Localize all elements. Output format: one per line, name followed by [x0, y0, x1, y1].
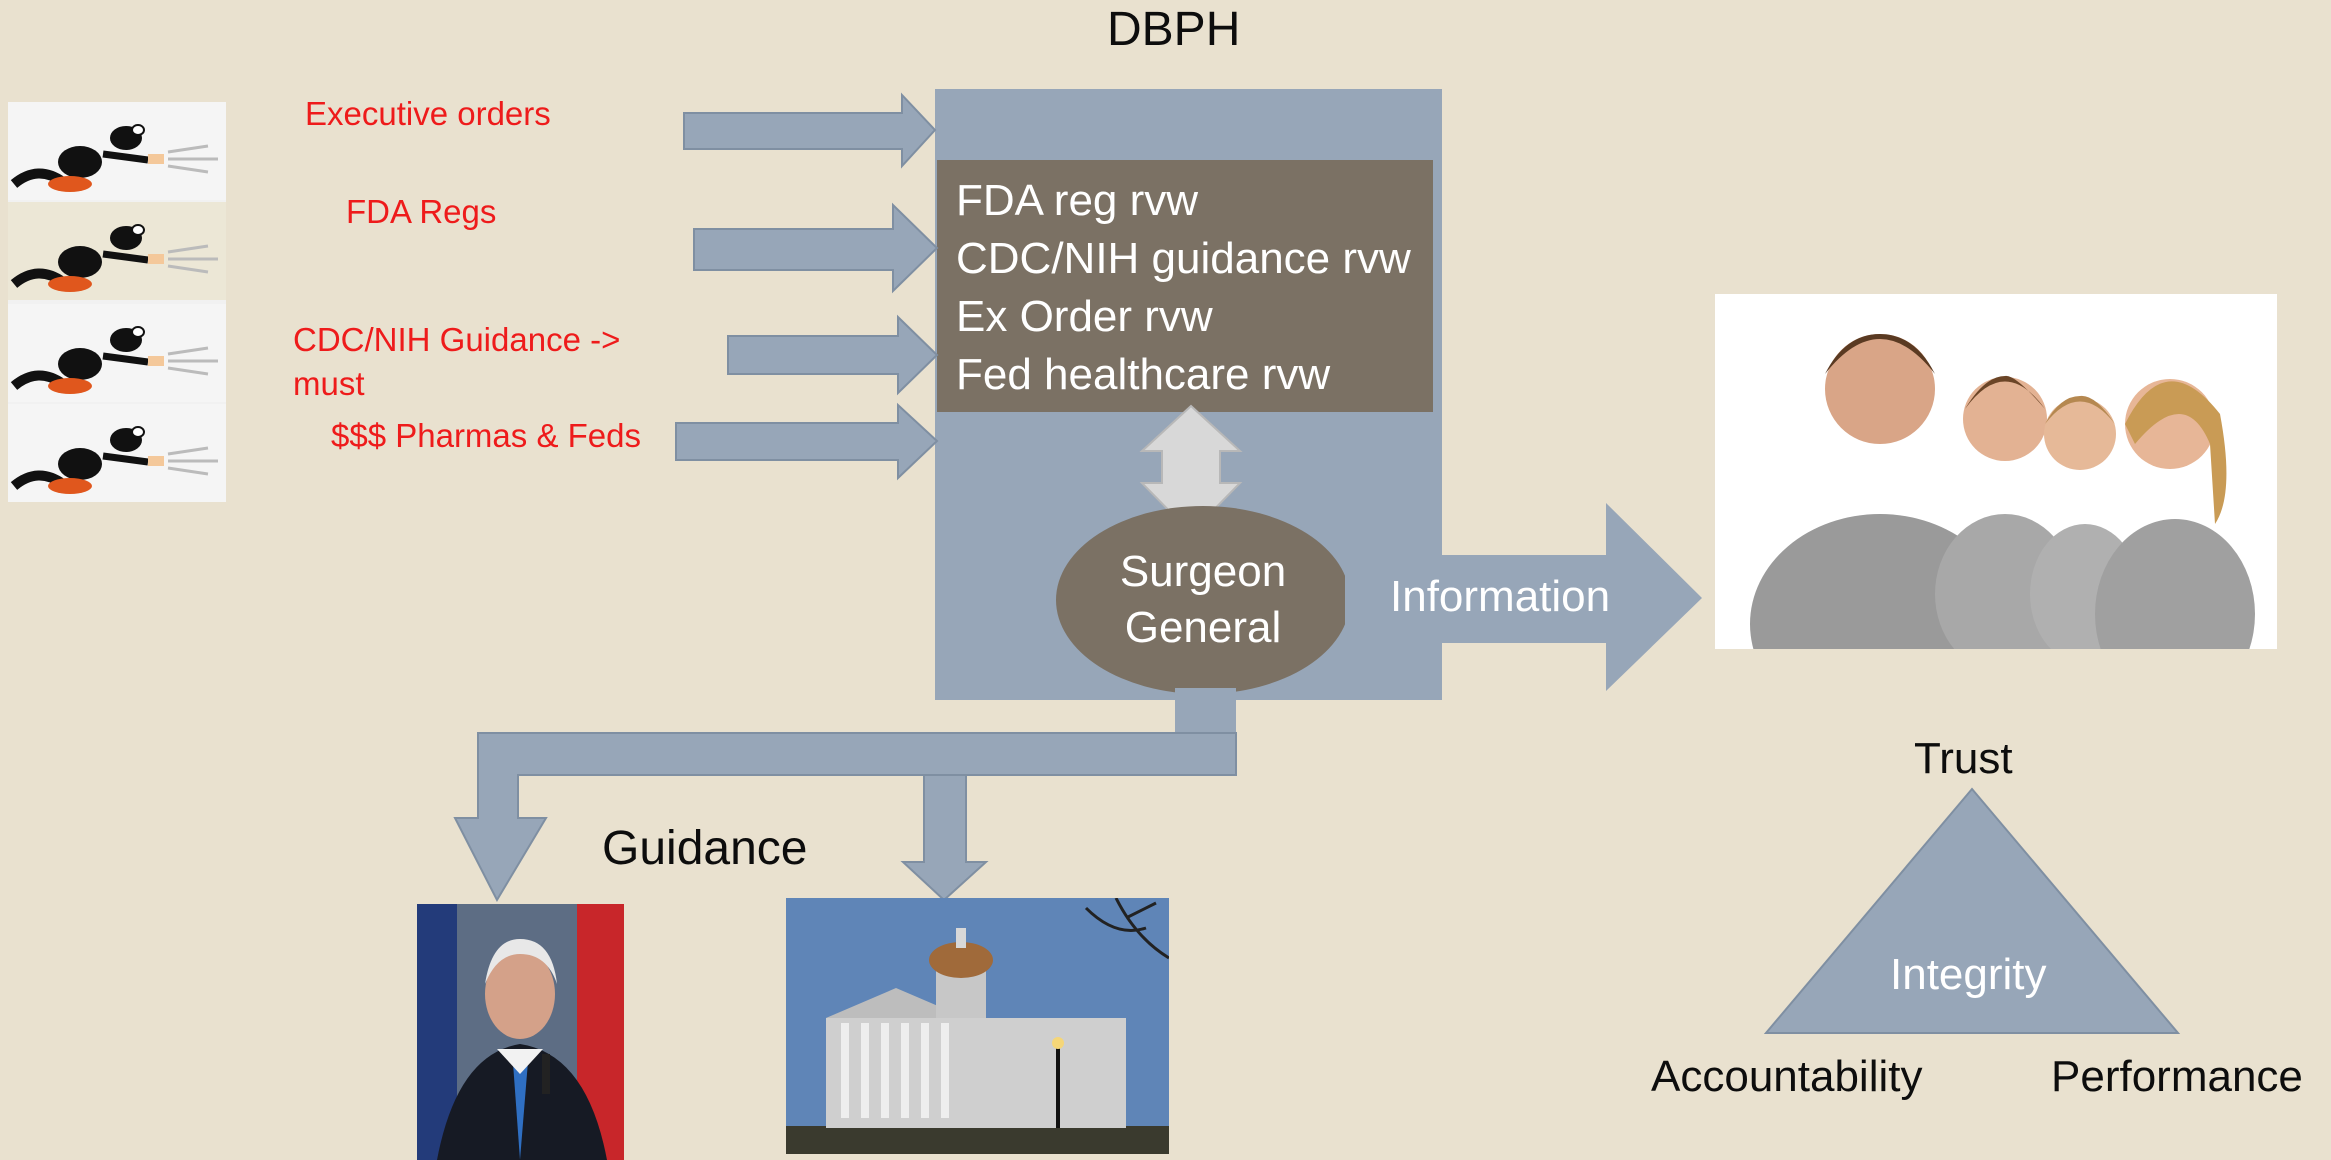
input-arrow-executive-orders: [683, 92, 937, 169]
diagram-title: DBPH: [1107, 3, 1241, 56]
information-label: Information: [1390, 572, 1611, 621]
surgeon-general-ellipse: [1056, 506, 1350, 694]
capitol-icon: [786, 898, 1169, 1154]
triangle-label-integrity: Integrity: [1890, 950, 2047, 999]
input-label-executive-orders: Executive orders: [305, 95, 551, 132]
review-box: [937, 160, 1433, 412]
review-list: FDA reg rvw CDC/NIH guidance rvw Ex Orde…: [956, 172, 1411, 404]
triangle-label-trust: Trust: [1914, 734, 2013, 783]
skunk-tile-1: [8, 102, 226, 200]
capitol-photo: [786, 898, 1169, 1154]
input-arrow-cdc-nih: [727, 314, 939, 396]
skunk-tile-3: [8, 304, 226, 402]
governor-photo: [417, 904, 624, 1160]
surgeon-general-line1: Surgeon: [1119, 547, 1287, 596]
skunk-icon: [10, 426, 218, 494]
review-item: CDC/NIH guidance rvw: [956, 234, 1411, 283]
review-item: Fed healthcare rvw: [956, 350, 1331, 399]
values-triangle: [1763, 787, 2181, 1034]
guidance-branch-arrow: [453, 732, 1237, 903]
skunk-tile-2: [8, 202, 226, 300]
skunk-tile-4: [8, 404, 226, 502]
input-arrow-fda-regs: [693, 202, 939, 294]
triangle-label-performance: Performance: [2051, 1052, 2303, 1101]
family-photo: [1715, 294, 2277, 649]
information-arrow: [1345, 503, 1702, 691]
input-label-cdc-nih: CDC/NIH Guidance ->: [293, 321, 621, 358]
input-arrow-pharmas-feds: [675, 402, 939, 481]
skunk-icon: [10, 124, 218, 192]
guidance-arrow-capitol: [900, 774, 989, 902]
input-label-cdc-nih-must: must: [293, 365, 365, 402]
review-item: FDA reg rvw: [956, 176, 1199, 225]
skunk-icon: [10, 224, 218, 292]
triangle-label-accountability: Accountability: [1651, 1052, 1923, 1101]
review-item: Ex Order rvw: [956, 292, 1213, 341]
family-icon: [1750, 334, 2255, 649]
guidance-label: Guidance: [602, 822, 808, 875]
governor-icon: [417, 904, 624, 1160]
skunk-icon: [10, 326, 218, 394]
input-label-pharmas-feds: $$$ Pharmas & Feds: [331, 417, 641, 454]
input-label-fda-regs: FDA Regs: [346, 193, 497, 230]
surgeon-general-line2: General: [1124, 603, 1282, 652]
